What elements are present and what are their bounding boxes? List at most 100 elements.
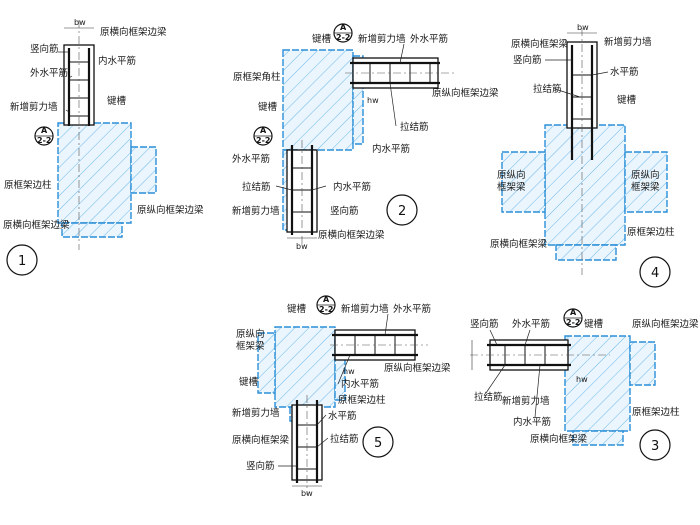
- svg-text:bw: bw: [301, 489, 313, 498]
- svg-text:hw: hw: [367, 96, 379, 105]
- svg-text:5: 5: [374, 436, 382, 451]
- detail-3: hw 竖向筋 外水平筋 键槽 原纵向框架边梁 拉结筋 新增剪力墙 内水平筋 原框…: [470, 308, 699, 461]
- svg-text:1: 1: [18, 254, 26, 269]
- label-key-slot-top: 键槽: [312, 33, 332, 45]
- svg-text:A: A: [570, 308, 577, 317]
- frame-edge-column: [544, 124, 626, 246]
- label-outer-horizontal-left: 外水平筋: [232, 153, 270, 165]
- svg-text:2-2: 2-2: [256, 136, 270, 145]
- svg-text:A: A: [41, 126, 48, 135]
- label-inner-horizontal-bar: 内水平筋: [513, 416, 551, 428]
- label-inner-horizontal-bar: 内水平筋: [98, 55, 136, 67]
- label-horizontal-bar: 水平筋: [610, 66, 639, 78]
- detail-number-3: 3: [639, 429, 671, 461]
- section-mark-3: A 2-2: [563, 308, 583, 328]
- longitudinal-beam-stub: [352, 55, 364, 145]
- label-key-slot: 键槽: [107, 95, 127, 107]
- label-long-beam-1: 原纵向: [236, 328, 265, 340]
- svg-text:2-2: 2-2: [566, 318, 580, 327]
- label-frame-edge-column: 原框架边柱: [632, 406, 680, 418]
- svg-text:bw: bw: [296, 242, 308, 251]
- label-key-slot-left: 键槽: [258, 101, 278, 113]
- frame-edge-column: [57, 122, 132, 224]
- label-transverse-beam-top: 原横向框架边梁: [100, 26, 167, 38]
- longitudinal-beam-right: [624, 151, 668, 213]
- detail-number-2: 2: [386, 194, 418, 226]
- label-vertical-bar: 竖向筋: [470, 318, 499, 330]
- svg-text:2-2: 2-2: [37, 136, 51, 145]
- label-new-shear-wall: 新增剪力墙: [10, 101, 58, 113]
- detail-5: bw hw 键槽 新增剪力墙 外水平筋 原纵向 框架梁 原纵向框架边梁 内水平筋…: [232, 295, 451, 498]
- label-horizontal-bar: 水平筋: [328, 410, 357, 422]
- detail-number-5: 5: [362, 426, 394, 458]
- section-mark-5: A 2-2: [316, 295, 336, 315]
- longitudinal-beam-stub: [629, 341, 656, 386]
- detail-4: bw 原横向框架梁 新增剪力墙 竖向筋 拉结筋 水平筋 键槽 原纵向 框架梁 原…: [490, 23, 675, 288]
- label-frame-edge-column: 原框架边柱: [627, 226, 675, 238]
- longitudinal-beam-stub: [130, 146, 157, 194]
- label-new-shear-wall: 新增剪力墙: [502, 395, 550, 407]
- label-vertical-bar: 竖向筋: [330, 205, 359, 217]
- label-tie-bar-right: 拉结筋: [400, 121, 429, 133]
- transverse-beam-bottom: [555, 244, 617, 261]
- label-transverse-beam-bottom: 原横向框架边梁: [3, 219, 70, 231]
- label-new-shear-wall-top: 新增剪力墙: [341, 303, 389, 315]
- svg-text:hw: hw: [576, 375, 588, 384]
- svg-text:hw: hw: [343, 367, 355, 376]
- frame-corner-column: [282, 49, 354, 151]
- label-vertical-bar: 竖向筋: [513, 54, 542, 66]
- section-mark-2: A 2-2: [333, 23, 353, 43]
- detail-number-1: 1: [6, 244, 38, 276]
- detail-2: bw hw 键槽 新增剪力墙 外水平筋 原框架角柱 原纵向框架边梁 键槽 拉结筋…: [232, 23, 499, 251]
- label-vertical-bar: 竖向筋: [30, 43, 59, 55]
- svg-text:A: A: [340, 23, 347, 32]
- label-outer-horizontal-top: 外水平筋: [410, 33, 448, 45]
- label-inner-horizontal-left: 内水平筋: [333, 181, 371, 193]
- transverse-beam-stub: [61, 222, 123, 238]
- label-tie-bar-left: 拉结筋: [242, 181, 271, 193]
- label-tie-bar: 拉结筋: [533, 83, 562, 95]
- label-new-shear-wall: 新增剪力墙: [604, 36, 652, 48]
- detail-number-4: 4: [639, 256, 671, 288]
- longitudinal-beam-left: [257, 332, 276, 394]
- svg-text:bw: bw: [577, 23, 589, 32]
- svg-text:A: A: [260, 126, 267, 135]
- label-transverse-beam-bottom: 原横向框架梁: [490, 238, 548, 250]
- section-mark-1: A 2-2: [34, 126, 54, 146]
- label-inner-horizontal-right: 内水平筋: [372, 143, 410, 155]
- label-corner-column: 原框架角柱: [233, 71, 281, 83]
- bw-label-1: bw: [74, 18, 86, 27]
- label-key-slot: 键槽: [617, 94, 637, 106]
- label-new-shear-wall-left: 新增剪力墙: [232, 407, 280, 419]
- label-outer-horizontal-bar: 外水平筋: [512, 318, 550, 330]
- label-outer-horizontal-bar: 外水平筋: [30, 67, 68, 79]
- frame-edge-column: [564, 335, 631, 432]
- label-frame-edge-column: 原框架边柱: [338, 394, 386, 406]
- label-transverse-frame-beam: 原横向框架梁: [530, 433, 588, 445]
- label-tie-bar: 拉结筋: [330, 433, 359, 445]
- label-vertical-bar: 竖向筋: [246, 460, 275, 472]
- label-outer-horizontal-bar: 外水平筋: [393, 303, 431, 315]
- transverse-beam-stub: [572, 430, 624, 446]
- label-inner-horizontal-bar: 内水平筋: [341, 378, 379, 390]
- label-long-beam-2: 框架梁: [236, 340, 265, 352]
- label-new-shear-wall-left: 新增剪力墙: [232, 205, 280, 217]
- svg-text:A: A: [323, 295, 330, 304]
- svg-text:3: 3: [651, 439, 659, 454]
- svg-text:4: 4: [651, 266, 659, 281]
- section-mark-2b: A 2-2: [253, 126, 273, 146]
- label-key-slot-top: 键槽: [287, 303, 307, 315]
- label-new-shear-wall-top: 新增剪力墙: [358, 33, 406, 45]
- label-longitudinal-edge-beam: 原纵向框架边梁: [137, 204, 204, 216]
- detail-1: bw 原横向框架边梁 竖向筋 外水平筋 内水平筋 新增剪力墙 键槽 原框架边柱 …: [3, 18, 204, 276]
- label-tie-bar: 拉结筋: [474, 391, 503, 403]
- svg-text:2-2: 2-2: [336, 33, 350, 42]
- label-long-beam-right-1: 原纵向: [631, 169, 660, 181]
- label-longitudinal-edge-beam: 原纵向框架边梁: [632, 318, 699, 330]
- label-longitudinal-edge-beam: 原纵向框架边梁: [384, 362, 451, 374]
- label-transverse-edge-beam: 原横向框架边梁: [318, 229, 385, 241]
- frame-edge-column: [274, 326, 336, 408]
- label-frame-edge-column: 原框架边柱: [4, 179, 52, 191]
- label-long-beam-left-2: 框架梁: [497, 181, 526, 193]
